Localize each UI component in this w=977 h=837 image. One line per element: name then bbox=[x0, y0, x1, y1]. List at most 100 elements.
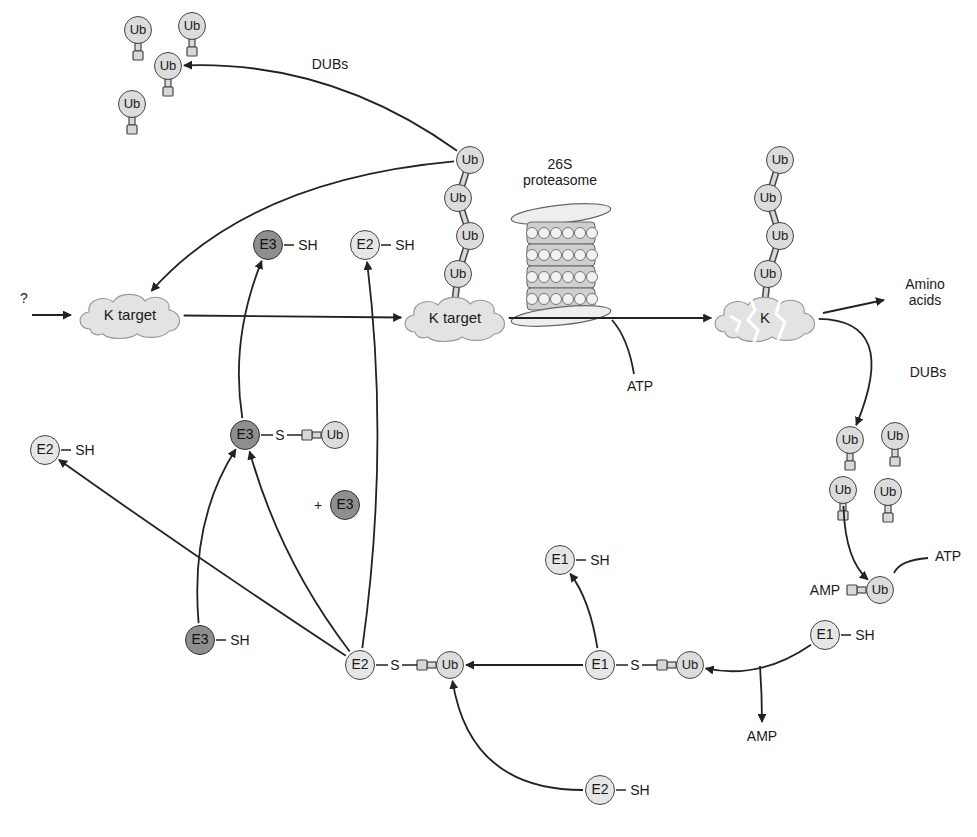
atom-label: SH bbox=[395, 237, 414, 253]
reaction-arrow bbox=[844, 506, 868, 580]
node-text: Ub bbox=[880, 485, 897, 499]
node-text: Ub bbox=[450, 191, 467, 205]
node-text: K target bbox=[429, 310, 482, 327]
ub-tag-stalk bbox=[427, 662, 436, 668]
cloud-fill bbox=[715, 297, 814, 341]
reaction-arrow bbox=[239, 261, 262, 418]
node-text: E3 bbox=[191, 632, 208, 647]
node-text: Ub bbox=[124, 97, 141, 111]
reaction-arrow bbox=[509, 317, 712, 319]
node-text: Ub bbox=[462, 229, 479, 243]
ub-stalk bbox=[129, 117, 135, 125]
ligase-circle: E3 bbox=[230, 420, 260, 450]
node-text: Ub bbox=[184, 19, 201, 33]
reaction-arrow bbox=[250, 451, 350, 651]
enzyme-circle: E2 bbox=[345, 650, 375, 680]
atom-label: S bbox=[275, 427, 284, 443]
node-text: K target bbox=[104, 307, 157, 324]
ub-tag-stalk bbox=[302, 430, 866, 670]
ubiquitin-circle: Ub bbox=[766, 146, 794, 174]
reaction-arrow bbox=[453, 681, 584, 790]
node-text: K bbox=[760, 310, 770, 327]
atom-label: SH bbox=[630, 782, 649, 798]
enzyme-label: DUBs bbox=[910, 364, 947, 380]
atom-label: SH bbox=[298, 237, 317, 253]
bond-line bbox=[576, 559, 586, 561]
bond-line bbox=[284, 244, 294, 246]
ub-stalk bbox=[189, 39, 195, 47]
cloud-fill bbox=[405, 297, 504, 341]
node-text: Ub bbox=[760, 191, 777, 205]
node-text: Ub bbox=[462, 153, 479, 167]
crack-line bbox=[748, 297, 758, 342]
atom-label: S bbox=[390, 657, 399, 673]
ub-tag-stalk bbox=[417, 660, 427, 670]
ubiquitin-circle: Ub bbox=[829, 476, 857, 504]
node-text: Ub bbox=[887, 429, 904, 443]
node-text: E1 bbox=[551, 552, 568, 567]
node-text: Ub bbox=[760, 267, 777, 281]
ubiquitin-circle: Ub bbox=[456, 146, 484, 174]
ub-stalk bbox=[885, 505, 891, 513]
node-text: E2 bbox=[591, 782, 608, 797]
unknown-input: ? bbox=[20, 290, 28, 306]
node-text: E1 bbox=[816, 627, 833, 642]
ub-stalk bbox=[133, 51, 143, 60]
ub-stalk bbox=[127, 39, 900, 522]
bond-line bbox=[381, 244, 391, 246]
crack-line bbox=[730, 316, 740, 332]
bond-line bbox=[287, 434, 302, 436]
proteasome-drawing bbox=[527, 266, 598, 288]
ub-stalk bbox=[127, 125, 137, 134]
proteasome-drawing bbox=[527, 222, 598, 244]
ub-tag-stalk bbox=[312, 432, 321, 438]
node-text: Ub bbox=[842, 433, 859, 447]
ub-tag-stalk bbox=[857, 587, 866, 593]
node-text: Ub bbox=[160, 59, 177, 73]
enzyme-circle: E2 bbox=[350, 230, 380, 260]
byproduct-label: AMP bbox=[810, 582, 840, 598]
cofactor-label: ATP bbox=[627, 378, 653, 394]
enzyme-circle: E2 bbox=[585, 775, 615, 805]
ubiquitin-circle: Ub bbox=[444, 184, 472, 212]
bond-line bbox=[616, 789, 626, 791]
flow-arrow bbox=[894, 558, 928, 573]
node-text: Ub bbox=[772, 229, 789, 243]
reaction-arrow bbox=[706, 645, 811, 672]
ub-stalk bbox=[163, 87, 173, 96]
ub-stalk bbox=[890, 457, 900, 466]
node-text: E2 bbox=[351, 657, 368, 672]
node-text: E3 bbox=[236, 427, 253, 442]
bond-line bbox=[402, 664, 417, 666]
node-text: Ub bbox=[772, 153, 789, 167]
reaction-arrow bbox=[570, 574, 597, 649]
flow-arrow bbox=[823, 300, 884, 313]
ubiquitin-circle: Ub bbox=[178, 12, 206, 40]
ubiquitin-circle: Ub bbox=[874, 478, 902, 506]
node-text: E3 bbox=[259, 237, 276, 252]
node-text: Ub bbox=[327, 428, 344, 442]
degraded-target: K bbox=[710, 292, 820, 344]
node-text: E2 bbox=[356, 237, 373, 252]
proteasome-drawing bbox=[510, 200, 611, 330]
ubiquitin-circle: Ub bbox=[154, 52, 182, 80]
ubiquitin-circle: Ub bbox=[881, 422, 909, 450]
node-text: E3 bbox=[336, 497, 353, 512]
node-text: Ub bbox=[130, 23, 147, 37]
node-text: E1 bbox=[591, 657, 608, 672]
reaction-arrow bbox=[197, 449, 236, 623]
enzyme-label: DUBs bbox=[312, 56, 349, 72]
bond-line bbox=[61, 245, 851, 790]
node-text: Ub bbox=[872, 583, 889, 597]
reaction-arrow bbox=[59, 460, 346, 656]
ub-chain-stalk bbox=[455, 160, 780, 300]
node-text: Ub bbox=[835, 483, 852, 497]
node-text: Ub bbox=[450, 267, 467, 281]
bond-line bbox=[616, 664, 628, 666]
proteasome-drawing bbox=[527, 244, 598, 266]
ubiquitin-circle: Ub bbox=[676, 651, 704, 679]
ub-stalk bbox=[847, 453, 853, 461]
